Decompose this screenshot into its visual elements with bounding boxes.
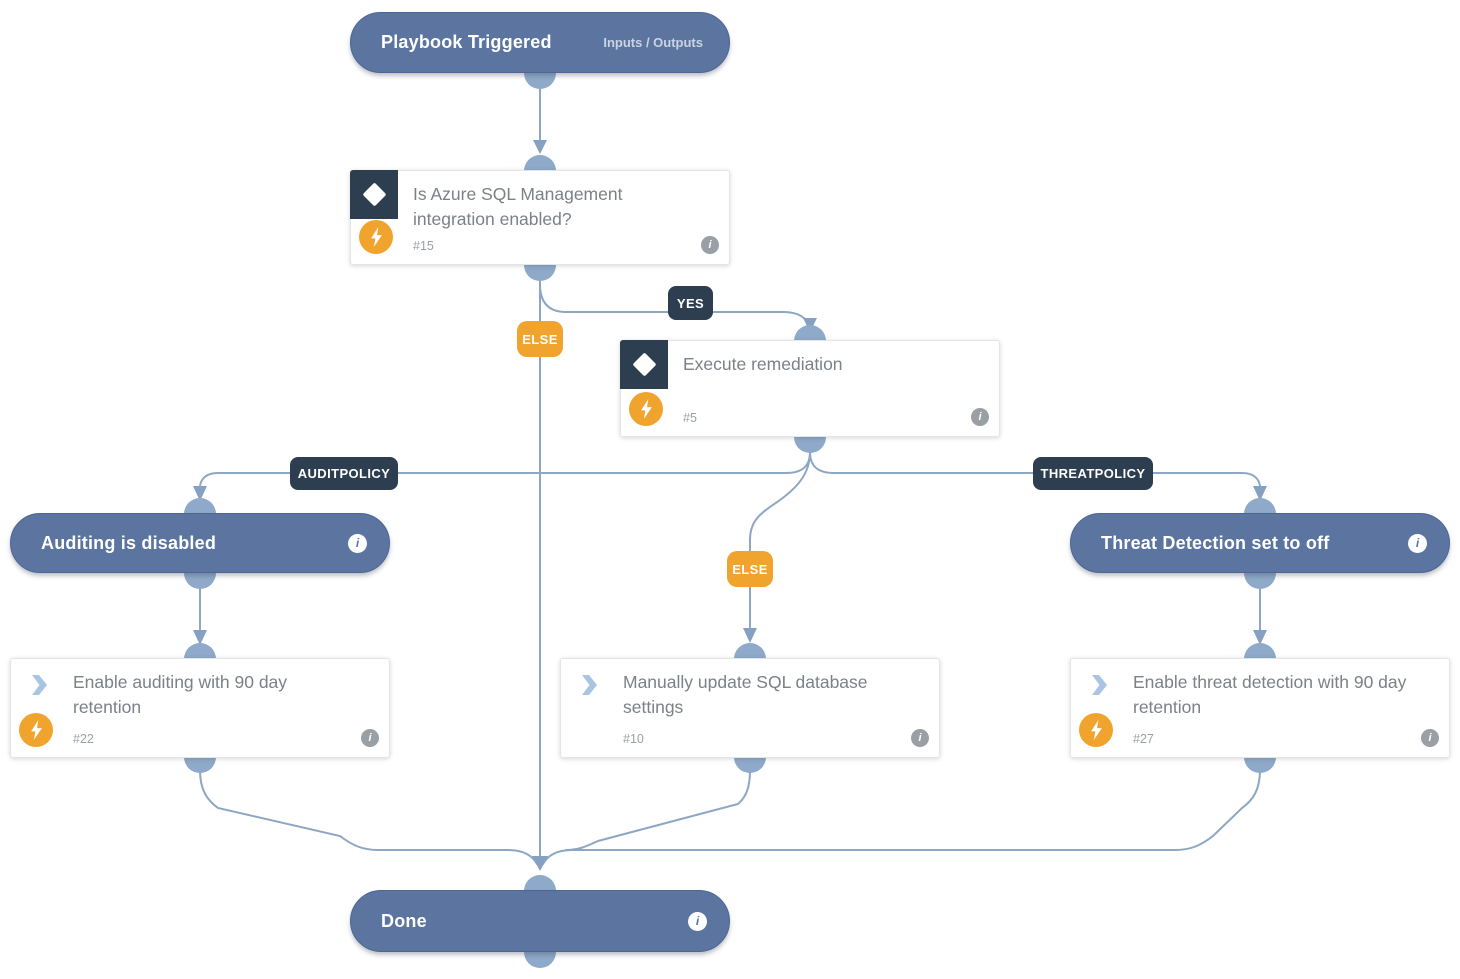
task-chevron-icon [1088, 674, 1110, 696]
node-done[interactable]: Done i [350, 890, 730, 952]
info-icon[interactable]: i [701, 236, 719, 254]
edge-label-else-remediation: ELSE [727, 551, 773, 587]
edge-label-else-integration: ELSE [517, 321, 563, 357]
task-number: #10 [623, 732, 644, 746]
task-chevron-icon [578, 674, 600, 696]
node-title: Done [381, 910, 427, 931]
info-icon[interactable]: i [911, 729, 929, 747]
node-title: Enable auditing with 90 day retention [73, 672, 288, 717]
node-task-enable-threat-detection[interactable]: Enable threat detection with 90 day rete… [1070, 658, 1450, 758]
task-number: #27 [1133, 732, 1154, 746]
info-icon[interactable]: i [1408, 533, 1427, 553]
info-icon[interactable]: i [971, 408, 989, 426]
node-title: Playbook Triggered [381, 32, 552, 52]
node-title: Execute remediation [683, 354, 843, 374]
node-task-manual-update-sql[interactable]: Manually update SQL database settings #1… [560, 658, 940, 758]
edge-label-yes: YES [668, 286, 713, 320]
edge-task27-to-done [542, 769, 1261, 865]
node-section-threat-detection-off[interactable]: Threat Detection set to off i [1070, 513, 1450, 573]
edge-auditpolicy-branch [199, 451, 811, 487]
task-number: #15 [413, 239, 434, 253]
info-icon[interactable]: i [688, 911, 707, 931]
info-icon[interactable]: i [361, 729, 379, 747]
node-title: Threat Detection set to off [1101, 532, 1330, 553]
automation-lightning-icon [359, 220, 393, 254]
node-title: Auditing is disabled [41, 532, 217, 553]
arrowheads [193, 140, 1267, 871]
inputs-outputs-link[interactable]: Inputs / Outputs [603, 35, 703, 50]
task-chevron-icon [28, 674, 50, 696]
node-title: Manually update SQL database settings [623, 672, 868, 717]
node-task-enable-auditing[interactable]: Enable auditing with 90 day retention #2… [10, 658, 390, 758]
condition-diamond-icon [350, 170, 398, 219]
node-title: Is Azure SQL Management integration enab… [413, 184, 623, 229]
node-title: Enable threat detection with 90 day rete… [1133, 672, 1407, 717]
node-condition-azure-sql[interactable]: Is Azure SQL Management integration enab… [350, 170, 730, 265]
task-number: #5 [683, 411, 697, 425]
info-icon[interactable]: i [1421, 729, 1439, 747]
automation-lightning-icon [1079, 713, 1113, 747]
edge-task22-to-done [199, 769, 538, 865]
edge-else-remediation-branch [749, 453, 811, 631]
edge-task10-to-done [565, 769, 751, 851]
automation-lightning-icon [629, 392, 663, 426]
node-playbook-triggered[interactable]: Playbook Triggered Inputs / Outputs [350, 12, 730, 73]
condition-diamond-icon [620, 340, 668, 389]
edge-label-threatpolicy: THREATPOLICY [1033, 457, 1153, 490]
automation-lightning-icon [19, 713, 53, 747]
info-icon[interactable]: i [348, 533, 367, 553]
node-condition-execute-remediation[interactable]: Execute remediation #5 i [620, 340, 1000, 437]
node-section-auditing-disabled[interactable]: Auditing is disabled i [10, 513, 390, 573]
task-number: #22 [73, 732, 94, 746]
edge-label-auditpolicy: AUDITPOLICY [290, 457, 398, 490]
